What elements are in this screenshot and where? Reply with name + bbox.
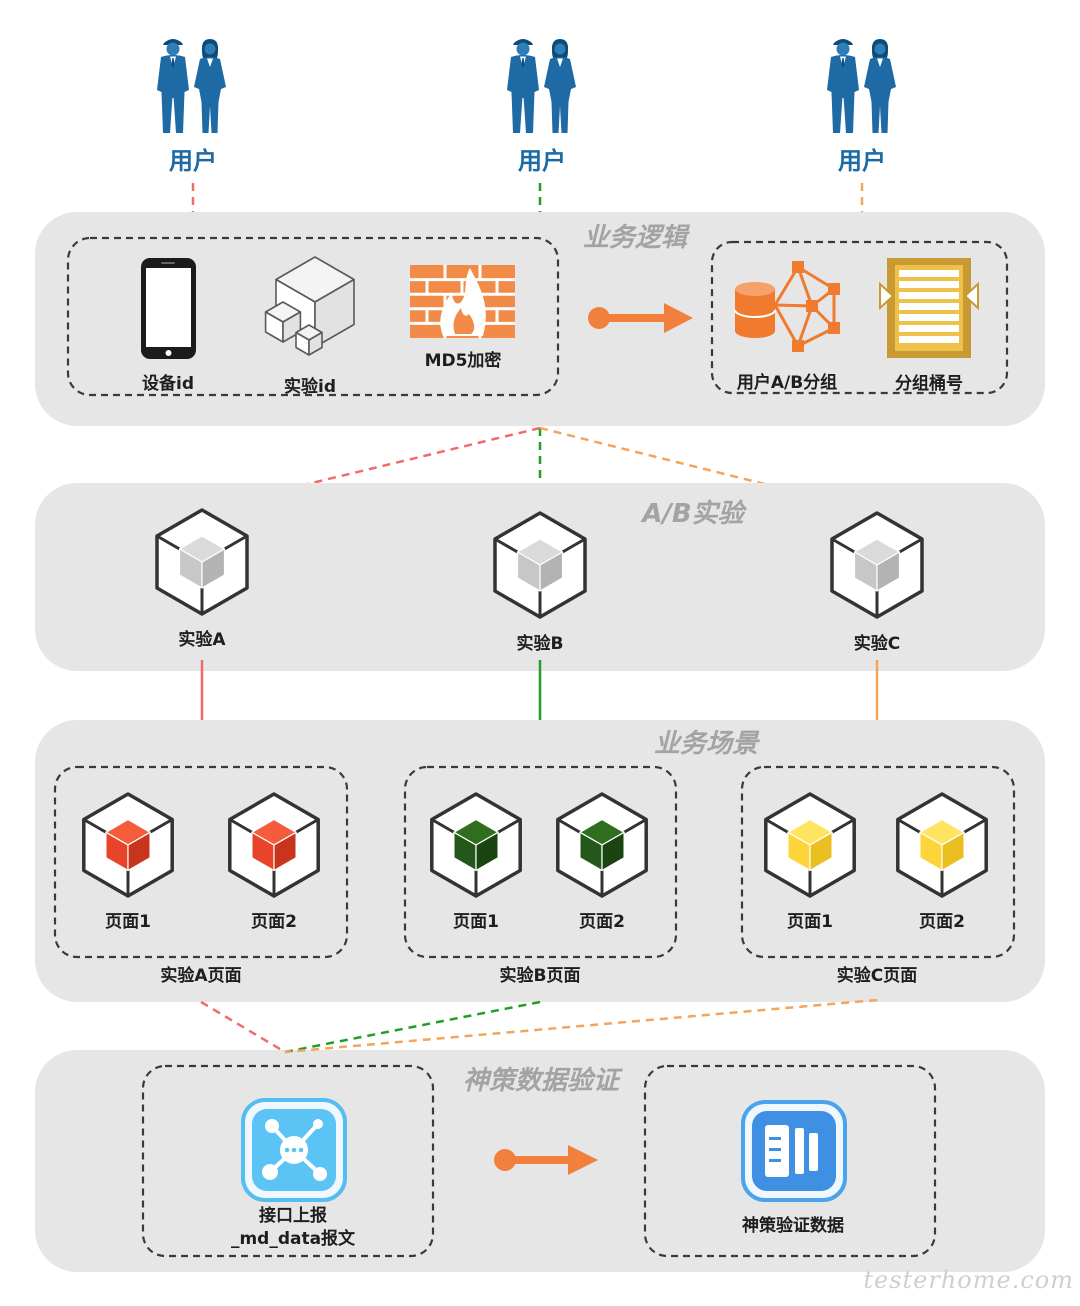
experiment-c-page-2-label: 页面2 bbox=[919, 912, 965, 932]
arrow-right-icon bbox=[588, 303, 693, 333]
verification-result-label: 神策验证数据 bbox=[742, 1215, 844, 1236]
experiment-a-label: 实验A bbox=[178, 629, 226, 650]
experiment-b-label: 实验B bbox=[517, 633, 564, 654]
business-people-icon bbox=[157, 39, 226, 133]
cube-right-face bbox=[539, 551, 564, 592]
cube-right-face bbox=[201, 548, 226, 589]
experiment-c-page-1-label: 页面1 bbox=[787, 912, 833, 932]
experiment-c-page-2-cube-icon bbox=[896, 792, 988, 898]
business-scenarios-band bbox=[35, 720, 1045, 1002]
verification-result-box bbox=[643, 1064, 937, 1258]
firewall-icon bbox=[410, 265, 515, 338]
experiment-b-pages-box bbox=[403, 765, 678, 959]
cube-right-face bbox=[601, 831, 625, 872]
report-label-line-1: 接口上报 bbox=[259, 1205, 327, 1226]
experiment-b-page-2-label: 页面2 bbox=[579, 912, 625, 932]
report-label-line-2: _md_data报文 bbox=[231, 1228, 356, 1249]
experiment-b-pages-label: 实验B页面 bbox=[500, 965, 581, 986]
link-to-experiment-c bbox=[539, 426, 878, 514]
user-a: 用户 bbox=[157, 39, 226, 212]
experiment-c-pages-label: 实验C页面 bbox=[837, 965, 917, 986]
experiment-b-page-2-cube-icon bbox=[556, 792, 648, 898]
experiment-b-page-1-cube-icon bbox=[430, 792, 522, 898]
experiment-c-cube-icon bbox=[830, 511, 924, 619]
cube-right-face bbox=[475, 831, 499, 872]
experiment-a-pages-label: 实验A页面 bbox=[160, 965, 241, 986]
cube-edge bbox=[764, 818, 790, 834]
experiment-a-page-2-label: 页面2 bbox=[251, 912, 297, 932]
arrow-right-icon bbox=[494, 1145, 598, 1175]
cube-edge bbox=[148, 818, 174, 834]
experiment-id-label: 实验id bbox=[284, 376, 336, 397]
experiment-a-cube-icon bbox=[155, 508, 249, 616]
business-people-icon bbox=[827, 39, 896, 133]
link-b-to-verification bbox=[284, 1000, 541, 1054]
user-b: 用户 bbox=[507, 39, 576, 212]
cube-right-face bbox=[809, 831, 833, 872]
experiment-a-page-1-cube-icon bbox=[82, 792, 174, 898]
business-scenarios-section: 业务场景 页面1 页面2 实验A页面 页面1 页面2 实验B页面 页面1 页面2… bbox=[35, 720, 1045, 1002]
experiment-a-pages-box bbox=[53, 765, 349, 959]
input-group-box bbox=[66, 236, 560, 397]
device-id-label: 设备id bbox=[142, 373, 194, 394]
user-c: 用户 bbox=[827, 39, 896, 212]
md5-encryption-label: MD5加密 bbox=[425, 350, 502, 371]
business-logic-section: 业务逻辑 设备id 实验id bbox=[35, 212, 1045, 426]
cube-right-face bbox=[127, 831, 151, 872]
cube-edge bbox=[82, 818, 108, 834]
cube-right-face bbox=[941, 831, 965, 872]
analytics-icon bbox=[741, 1100, 847, 1202]
business-scenarios-title: 业务场景 bbox=[654, 729, 761, 759]
cube-edge bbox=[561, 537, 587, 554]
group-bucket-number-label: 分组桶号 bbox=[895, 373, 963, 394]
smartphone-icon bbox=[141, 258, 196, 359]
cube-edge bbox=[896, 818, 922, 834]
experiment-b-cube-icon bbox=[493, 511, 587, 619]
user-label: 用户 bbox=[518, 147, 566, 175]
user-ab-group-label: 用户A/B分组 bbox=[737, 372, 837, 393]
data-verification-section: 神策数据验证 接口上报 _md_data报文 bbox=[35, 1050, 1045, 1272]
ab-test-title: A/B实验 bbox=[640, 499, 747, 529]
cube-edge bbox=[622, 818, 648, 834]
user-label: 用户 bbox=[838, 147, 886, 175]
watermark: testerhome.com bbox=[863, 1266, 1074, 1294]
business-people-icon bbox=[507, 39, 576, 133]
experiment-a-page-2-cube-icon bbox=[228, 792, 320, 898]
api-network-icon bbox=[241, 1098, 347, 1202]
experiment-a-page-1-label: 页面1 bbox=[105, 912, 151, 932]
experiment-c-pages-box bbox=[740, 765, 1016, 959]
cube-edge bbox=[830, 537, 856, 554]
cube-right-face bbox=[876, 551, 901, 592]
cubes-icon bbox=[264, 256, 355, 356]
cube-edge bbox=[228, 818, 254, 834]
cube-edge bbox=[493, 537, 519, 554]
link-a-to-verification bbox=[200, 1000, 286, 1054]
cube-edge bbox=[155, 534, 181, 551]
cube-edge bbox=[496, 818, 522, 834]
cube-edge bbox=[898, 537, 924, 554]
link-to-experiment-a bbox=[203, 426, 541, 511]
experiment-b-page-1-label: 页面1 bbox=[453, 912, 499, 932]
experiment-c-page-1-cube-icon bbox=[764, 792, 856, 898]
user-label: 用户 bbox=[169, 147, 217, 175]
cube-edge bbox=[430, 818, 456, 834]
cube-right-face bbox=[273, 831, 297, 872]
cube-edge bbox=[830, 818, 856, 834]
cube-edge bbox=[556, 818, 582, 834]
ab-test-section: A/B实验 实验A 实验B 实验C bbox=[35, 483, 1045, 671]
output-group-box bbox=[710, 240, 1009, 395]
cube-edge bbox=[294, 818, 320, 834]
data-verification-title: 神策数据验证 bbox=[463, 1066, 623, 1096]
bucket-list-icon bbox=[879, 258, 979, 358]
database-network-icon bbox=[734, 261, 840, 352]
link-c-to-verification bbox=[284, 998, 878, 1054]
cube-edge bbox=[962, 818, 988, 834]
users-row: 用户 用户 用户 bbox=[157, 39, 896, 212]
experiment-c-label: 实验C bbox=[854, 633, 900, 654]
cube-edge bbox=[223, 534, 249, 551]
business-logic-title: 业务逻辑 bbox=[583, 223, 691, 253]
report-box bbox=[141, 1064, 435, 1258]
